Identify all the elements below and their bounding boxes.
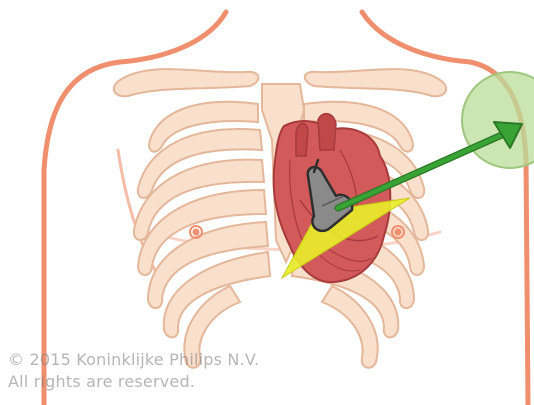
apex-target-circle-icon: [462, 72, 534, 168]
copyright-line-2: All rights are reserved.: [8, 372, 195, 391]
copyright-line-1: © 2015 Koninklijke Philips N.V.: [8, 350, 259, 369]
